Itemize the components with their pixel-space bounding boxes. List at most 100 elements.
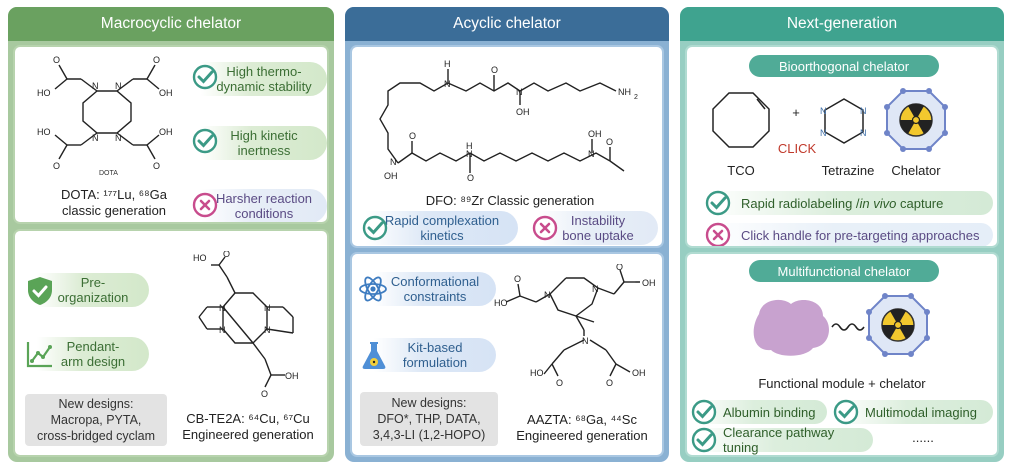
svg-text:OH: OH xyxy=(588,129,602,139)
svg-text:N: N xyxy=(115,81,122,91)
svg-text:OH: OH xyxy=(159,88,173,98)
svg-text:O: O xyxy=(409,131,416,141)
multifunctional-tag: Multifunctional chelator xyxy=(749,260,939,282)
svg-text:N: N xyxy=(820,128,827,138)
multifunctional-panel: Multifunctional chelator Functional modu… xyxy=(685,252,999,457)
svg-text:N: N xyxy=(516,87,523,97)
svg-text:N: N xyxy=(860,128,867,138)
acyclic-new-designs: New designs: DFO*, THP, DATA, 3,4,3-LI (… xyxy=(360,392,498,446)
svg-text:N: N xyxy=(219,325,226,335)
ellipsis: ...... xyxy=(912,430,934,445)
atom-icon xyxy=(359,276,387,302)
tetrazine-label: Tetrazine xyxy=(821,163,875,178)
bioorthogonal-tag: Bioorthogonal chelator xyxy=(749,55,939,77)
check-icon xyxy=(192,64,218,90)
svg-text:O: O xyxy=(261,389,268,399)
cbte2a-caption: CB-TE2A: ⁶⁴Cu, ⁶⁷Cu Engineered generatio… xyxy=(182,411,314,442)
svg-text:OH: OH xyxy=(642,278,656,288)
svg-text:N: N xyxy=(219,303,226,313)
row-rapid-radiolabeling: Rapid radiolabeling / in vivo capture xyxy=(707,191,993,215)
check-icon xyxy=(833,399,859,425)
cross-icon xyxy=(192,192,218,218)
flask-icon xyxy=(362,342,386,369)
linker-wave xyxy=(831,323,865,331)
row-click-handle: Click handle for pre-targeting approache… xyxy=(707,223,993,246)
svg-text:O: O xyxy=(223,251,230,259)
pill-high-kinetic-inertness: High kinetic inertness xyxy=(201,126,327,160)
chelator-radiation-icon xyxy=(884,88,948,152)
row-albumin-binding: Albumin binding xyxy=(695,400,827,424)
svg-text:O: O xyxy=(153,161,160,171)
cross-icon xyxy=(705,222,731,246)
tco-structure xyxy=(712,92,770,148)
check-icon xyxy=(192,128,218,154)
svg-text:N: N xyxy=(264,325,271,335)
row-clearance-pathway-tuning: Clearance pathway tuning xyxy=(695,425,873,455)
svg-text:O: O xyxy=(491,65,498,75)
macro-new-designs: New designs: Macropa, PYTA, cross-bridge… xyxy=(25,394,167,446)
svg-text:H: H xyxy=(466,141,473,151)
svg-text:H: H xyxy=(444,59,451,69)
svg-text:OH: OH xyxy=(159,127,173,137)
dota-caption: DOTA: ¹⁷⁷Lu, ⁶⁸Ga classic generation xyxy=(61,187,167,218)
acyclic-title: Acyclic chelator xyxy=(345,7,669,41)
svg-text:HO: HO xyxy=(193,253,207,263)
svg-text:N: N xyxy=(544,290,551,300)
svg-text:HO: HO xyxy=(37,88,51,98)
pill-high-thermodynamic-stability: High thermo- dynamic stability xyxy=(201,62,327,96)
svg-text:O: O xyxy=(153,55,160,65)
check-icon xyxy=(705,190,731,216)
svg-text:HO: HO xyxy=(530,368,544,378)
svg-text:HO: HO xyxy=(37,127,51,137)
check-icon xyxy=(691,399,717,425)
chelator-radiation-icon xyxy=(866,293,930,357)
svg-text:N: N xyxy=(92,81,99,91)
pill-conformational-constraints: Conformational constraints xyxy=(374,272,496,306)
check-icon xyxy=(362,215,388,241)
svg-text:O: O xyxy=(467,173,474,183)
pill-rapid-complexation-kinetics: Rapid complexation kinetics xyxy=(366,211,518,245)
plus-sign: + xyxy=(792,105,800,120)
click-label: CLICK xyxy=(777,141,817,156)
svg-text:OH: OH xyxy=(285,371,299,381)
cbte2a-panel: Pre- organization Pendant- arm design Ne… xyxy=(13,229,329,457)
svg-text:HO: HO xyxy=(494,298,508,308)
row-multimodal-imaging: Multimodal imaging xyxy=(837,400,993,424)
svg-text:2: 2 xyxy=(634,94,638,101)
svg-text:O: O xyxy=(53,161,60,171)
svg-text:N: N xyxy=(444,79,451,89)
svg-text:N: N xyxy=(115,133,122,143)
tco-label: TCO xyxy=(727,163,755,178)
svg-text:OH: OH xyxy=(516,107,530,117)
chelator-label: Chelator xyxy=(891,163,941,178)
next-generation-title: Next-generation xyxy=(680,7,1004,41)
svg-text:N: N xyxy=(390,157,397,167)
svg-text:N: N xyxy=(820,106,827,116)
svg-text:N: N xyxy=(592,284,599,294)
pill-harsher-reaction-conditions: Harsher reaction conditions xyxy=(201,189,327,222)
pill-instability-bone-uptake: Instability bone uptake xyxy=(538,211,658,245)
dfo-structure: HN O NOH NH2 NOH O NH O NOH O xyxy=(379,59,638,183)
shield-check-icon xyxy=(28,277,52,305)
functional-module-caption: Functional module + chelator xyxy=(758,376,926,391)
svg-text:O: O xyxy=(606,378,613,388)
svg-text:N: N xyxy=(466,149,473,159)
cross-icon xyxy=(532,215,558,241)
dota-structure-label: DOTA xyxy=(99,170,118,177)
svg-text:O: O xyxy=(606,137,613,147)
svg-text:OH: OH xyxy=(384,171,398,181)
pill-pendant-arm-design: Pendant- arm design xyxy=(37,337,149,371)
macrocyclic-column: Macrocyclic chelator N N N N O O O O HO OH xyxy=(8,7,334,462)
macrocyclic-title: Macrocyclic chelator xyxy=(8,7,334,41)
growth-chart-icon xyxy=(26,342,52,368)
functional-module-blob xyxy=(753,299,829,356)
dfo-caption: DFO: ⁸⁹Zr Classic generation xyxy=(425,193,595,208)
next-generation-column: Next-generation Bioorthogonal chelator +… xyxy=(680,7,1004,462)
aazta-structure: NN N OHO HOO HOO OHO xyxy=(494,264,656,388)
svg-text:O: O xyxy=(514,274,521,284)
svg-text:N: N xyxy=(588,149,595,159)
